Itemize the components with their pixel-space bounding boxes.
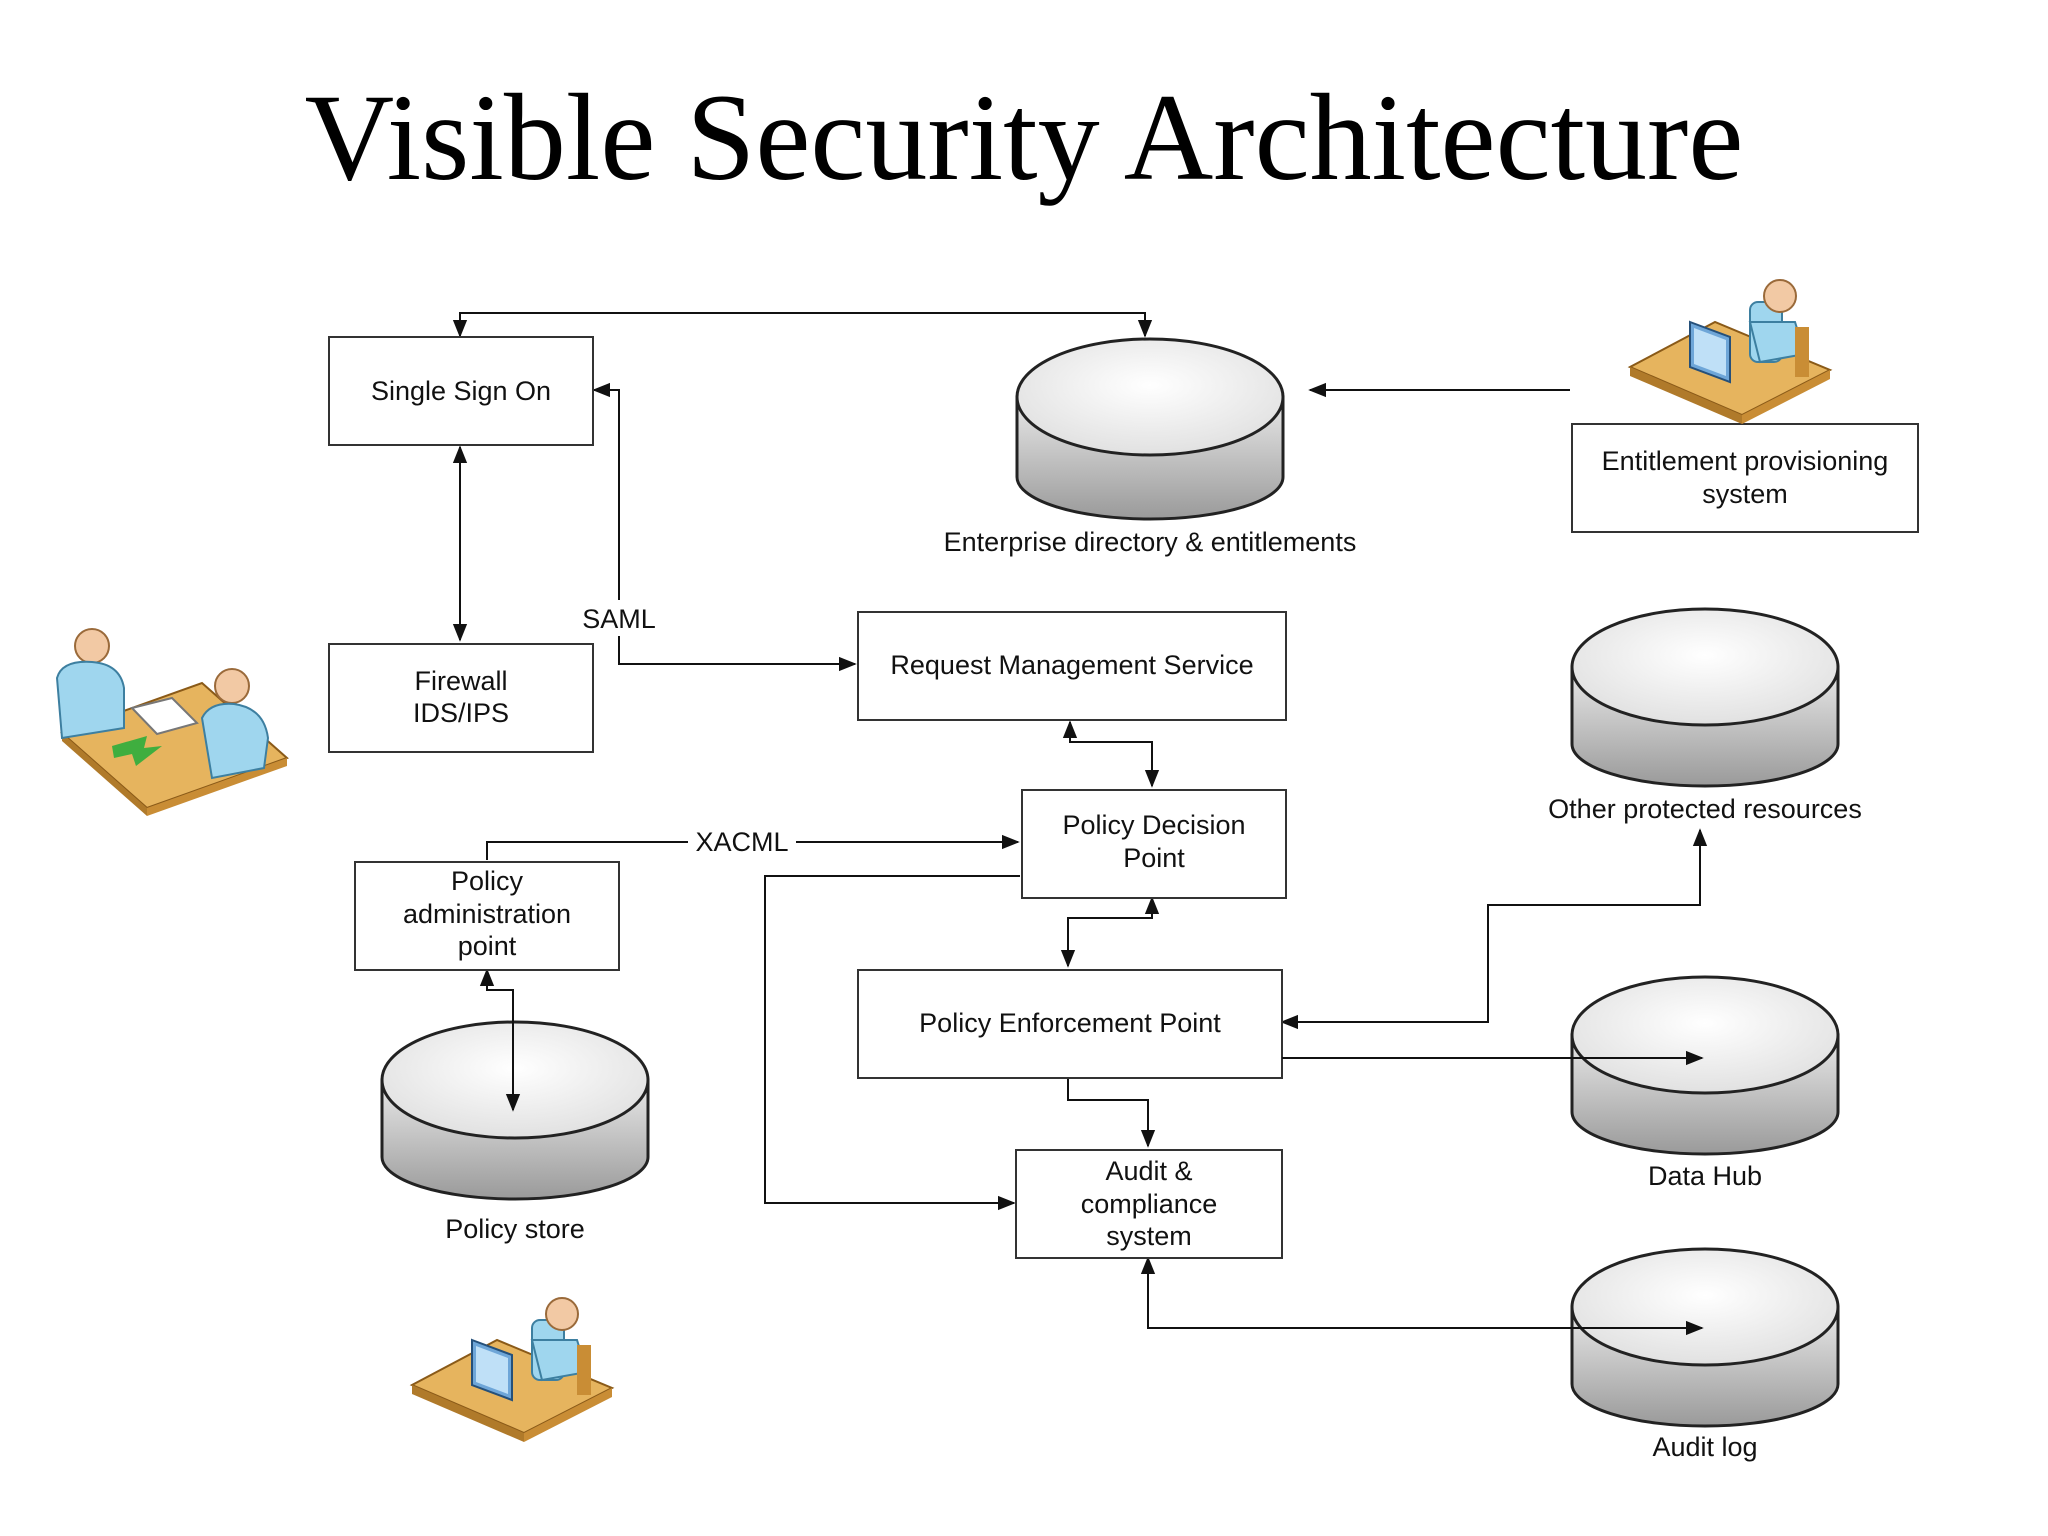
user-at-computer-icon — [1627, 279, 1833, 424]
box-label: system — [1106, 1221, 1192, 1251]
edge-rms-pdp — [1062, 720, 1160, 788]
user-at-computer-icon — [409, 1297, 615, 1442]
database-label: Policy store — [445, 1214, 585, 1244]
database-other-protected-resources: Other protected resources — [1548, 607, 1862, 824]
box-label: Point — [1123, 843, 1185, 873]
slide-title: Visible Security Architecture — [304, 69, 1744, 206]
database-label: Other protected resources — [1548, 794, 1862, 824]
box-label: administration — [403, 899, 571, 929]
box-entitlement-provisioning-system: Entitlement provisioning system — [1571, 423, 1919, 533]
box-policy-administration-point: Policy administration point — [354, 861, 620, 971]
edge-labels: SAML XACML — [572, 600, 794, 858]
edge-sso-directory — [452, 312, 1153, 338]
box-single-sign-on: Single Sign On — [328, 336, 594, 446]
database-policy-store: Policy store — [380, 1020, 650, 1244]
edge-saml — [592, 382, 857, 672]
box-request-management-service: Request Management Service — [857, 611, 1287, 721]
box-audit-compliance-system: Audit & compliance system — [1015, 1149, 1283, 1259]
box-label: Policy Decision — [1062, 810, 1245, 840]
box-label: point — [458, 931, 517, 961]
box-label: Entitlement provisioning — [1602, 446, 1889, 476]
box-label: Audit & — [1105, 1156, 1192, 1186]
box-policy-enforcement-point: Policy Enforcement Point — [857, 969, 1283, 1079]
box-label: compliance — [1081, 1189, 1218, 1219]
xacml-label: XACML — [695, 827, 788, 857]
box-policy-decision-point: Policy Decision Point — [1021, 789, 1287, 899]
edge-pep-audit — [1067, 1078, 1156, 1148]
database-enterprise-directory: Enterprise directory & entitlements — [944, 337, 1357, 557]
edge-pep-other — [1280, 828, 1708, 1030]
database-label: Data Hub — [1648, 1161, 1762, 1191]
box-label: Request Management Service — [890, 650, 1253, 680]
database-audit-log: Audit log — [1570, 1247, 1840, 1462]
box-label: Firewall — [414, 666, 507, 696]
edge-pdp-audit — [764, 875, 1020, 1211]
edge-audit-auditlog — [1140, 1256, 1704, 1336]
box-label: system — [1702, 479, 1788, 509]
box-label: Policy Enforcement Point — [919, 1008, 1221, 1038]
box-label: Policy — [451, 866, 524, 896]
database-data-hub: Data Hub — [1570, 975, 1840, 1191]
database-label: Audit log — [1652, 1432, 1757, 1462]
saml-label: SAML — [582, 604, 656, 634]
box-label: Single Sign On — [371, 376, 551, 406]
overlay-arrows — [505, 1010, 1704, 1336]
box-label: IDS/IPS — [413, 698, 509, 728]
database-label: Enterprise directory & entitlements — [944, 527, 1357, 557]
edge-pdp-pep — [1060, 896, 1160, 968]
people-meeting-icon — [55, 628, 289, 816]
edge-xacml — [486, 842, 1018, 860]
box-firewall-ids-ips: Firewall IDS/IPS — [328, 643, 594, 753]
